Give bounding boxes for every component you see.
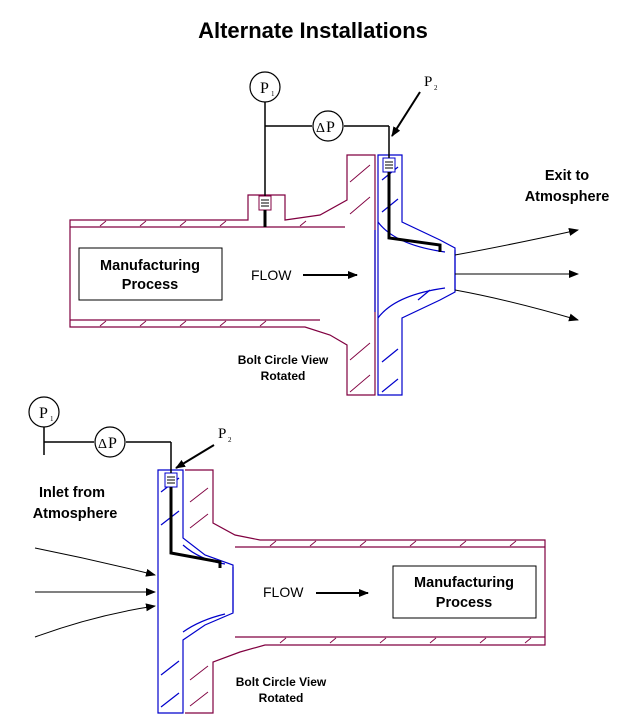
top-p2-pointer-arrow: [391, 91, 421, 137]
diagram-title: Alternate Installations: [198, 18, 428, 43]
bottom-dp-delta: Δ: [98, 437, 107, 452]
bottom-p1-gauge: P 1: [28, 396, 60, 428]
top-tap-p1: [258, 195, 272, 227]
bottom-inlet-line1: Inlet from: [39, 485, 105, 501]
bottom-p1-sub: 1: [50, 415, 54, 423]
bottom-p2-label: P: [218, 426, 226, 442]
bottom-pipe-body: [185, 469, 546, 714]
top-installation: P 1 Δ P P 2 Manufacturing Process FLOW: [69, 71, 610, 396]
top-p1-gauge: P 1: [249, 71, 281, 103]
bottom-process-line2: Process: [436, 595, 492, 611]
top-process-box: Manufacturing Process: [78, 247, 223, 301]
top-exit-line1: Exit to: [545, 168, 589, 184]
top-p1-label: P: [260, 80, 269, 97]
bottom-bolt-line1: Bolt Circle View: [236, 675, 327, 689]
bottom-installation: P 1 Δ P P 2 Inlet from Atmosphere FLOW M…: [28, 396, 546, 714]
top-process-line1: Manufacturing: [100, 258, 200, 274]
top-p2-label: P: [424, 74, 432, 90]
top-process-line2: Process: [122, 277, 178, 293]
top-dp-letter: P: [326, 119, 335, 136]
bottom-pipe-hatching: [189, 487, 532, 707]
bottom-p2-sub: 2: [228, 436, 232, 444]
top-orifice-plate: [374, 154, 456, 396]
bottom-inlet-arrows: [34, 547, 156, 638]
bottom-flow-label: FLOW: [263, 584, 304, 600]
bottom-tap-p2: [164, 472, 222, 568]
bottom-process-box: Manufacturing Process: [392, 565, 537, 619]
top-exit-arrows: [454, 228, 579, 322]
top-tap-p2: [382, 157, 442, 252]
top-dp-gauge: Δ P: [312, 110, 344, 142]
top-p2-sub: 2: [434, 84, 438, 92]
bottom-orifice-plate: [157, 469, 234, 714]
top-pipe-body: [69, 154, 376, 396]
bottom-instrument-lines: [43, 427, 172, 473]
top-bolt-line2: Rotated: [261, 369, 306, 383]
top-pipe-hatching: [99, 164, 371, 393]
top-exit-line2: Atmosphere: [525, 189, 610, 205]
bottom-p2-pointer-arrow: [175, 444, 215, 469]
bottom-bolt-line2: Rotated: [259, 691, 304, 705]
top-dp-delta: Δ: [316, 121, 325, 136]
top-flow-label: FLOW: [251, 267, 292, 283]
bottom-dp-gauge: Δ P: [94, 426, 126, 458]
bottom-dp-letter: P: [108, 435, 117, 452]
bottom-process-line1: Manufacturing: [414, 575, 514, 591]
top-instrument-lines: [264, 102, 390, 196]
top-p1-sub: 1: [271, 90, 275, 98]
top-bolt-line1: Bolt Circle View: [238, 353, 329, 367]
bottom-p1-label: P: [39, 405, 48, 422]
bottom-inlet-line2: Atmosphere: [33, 506, 118, 522]
